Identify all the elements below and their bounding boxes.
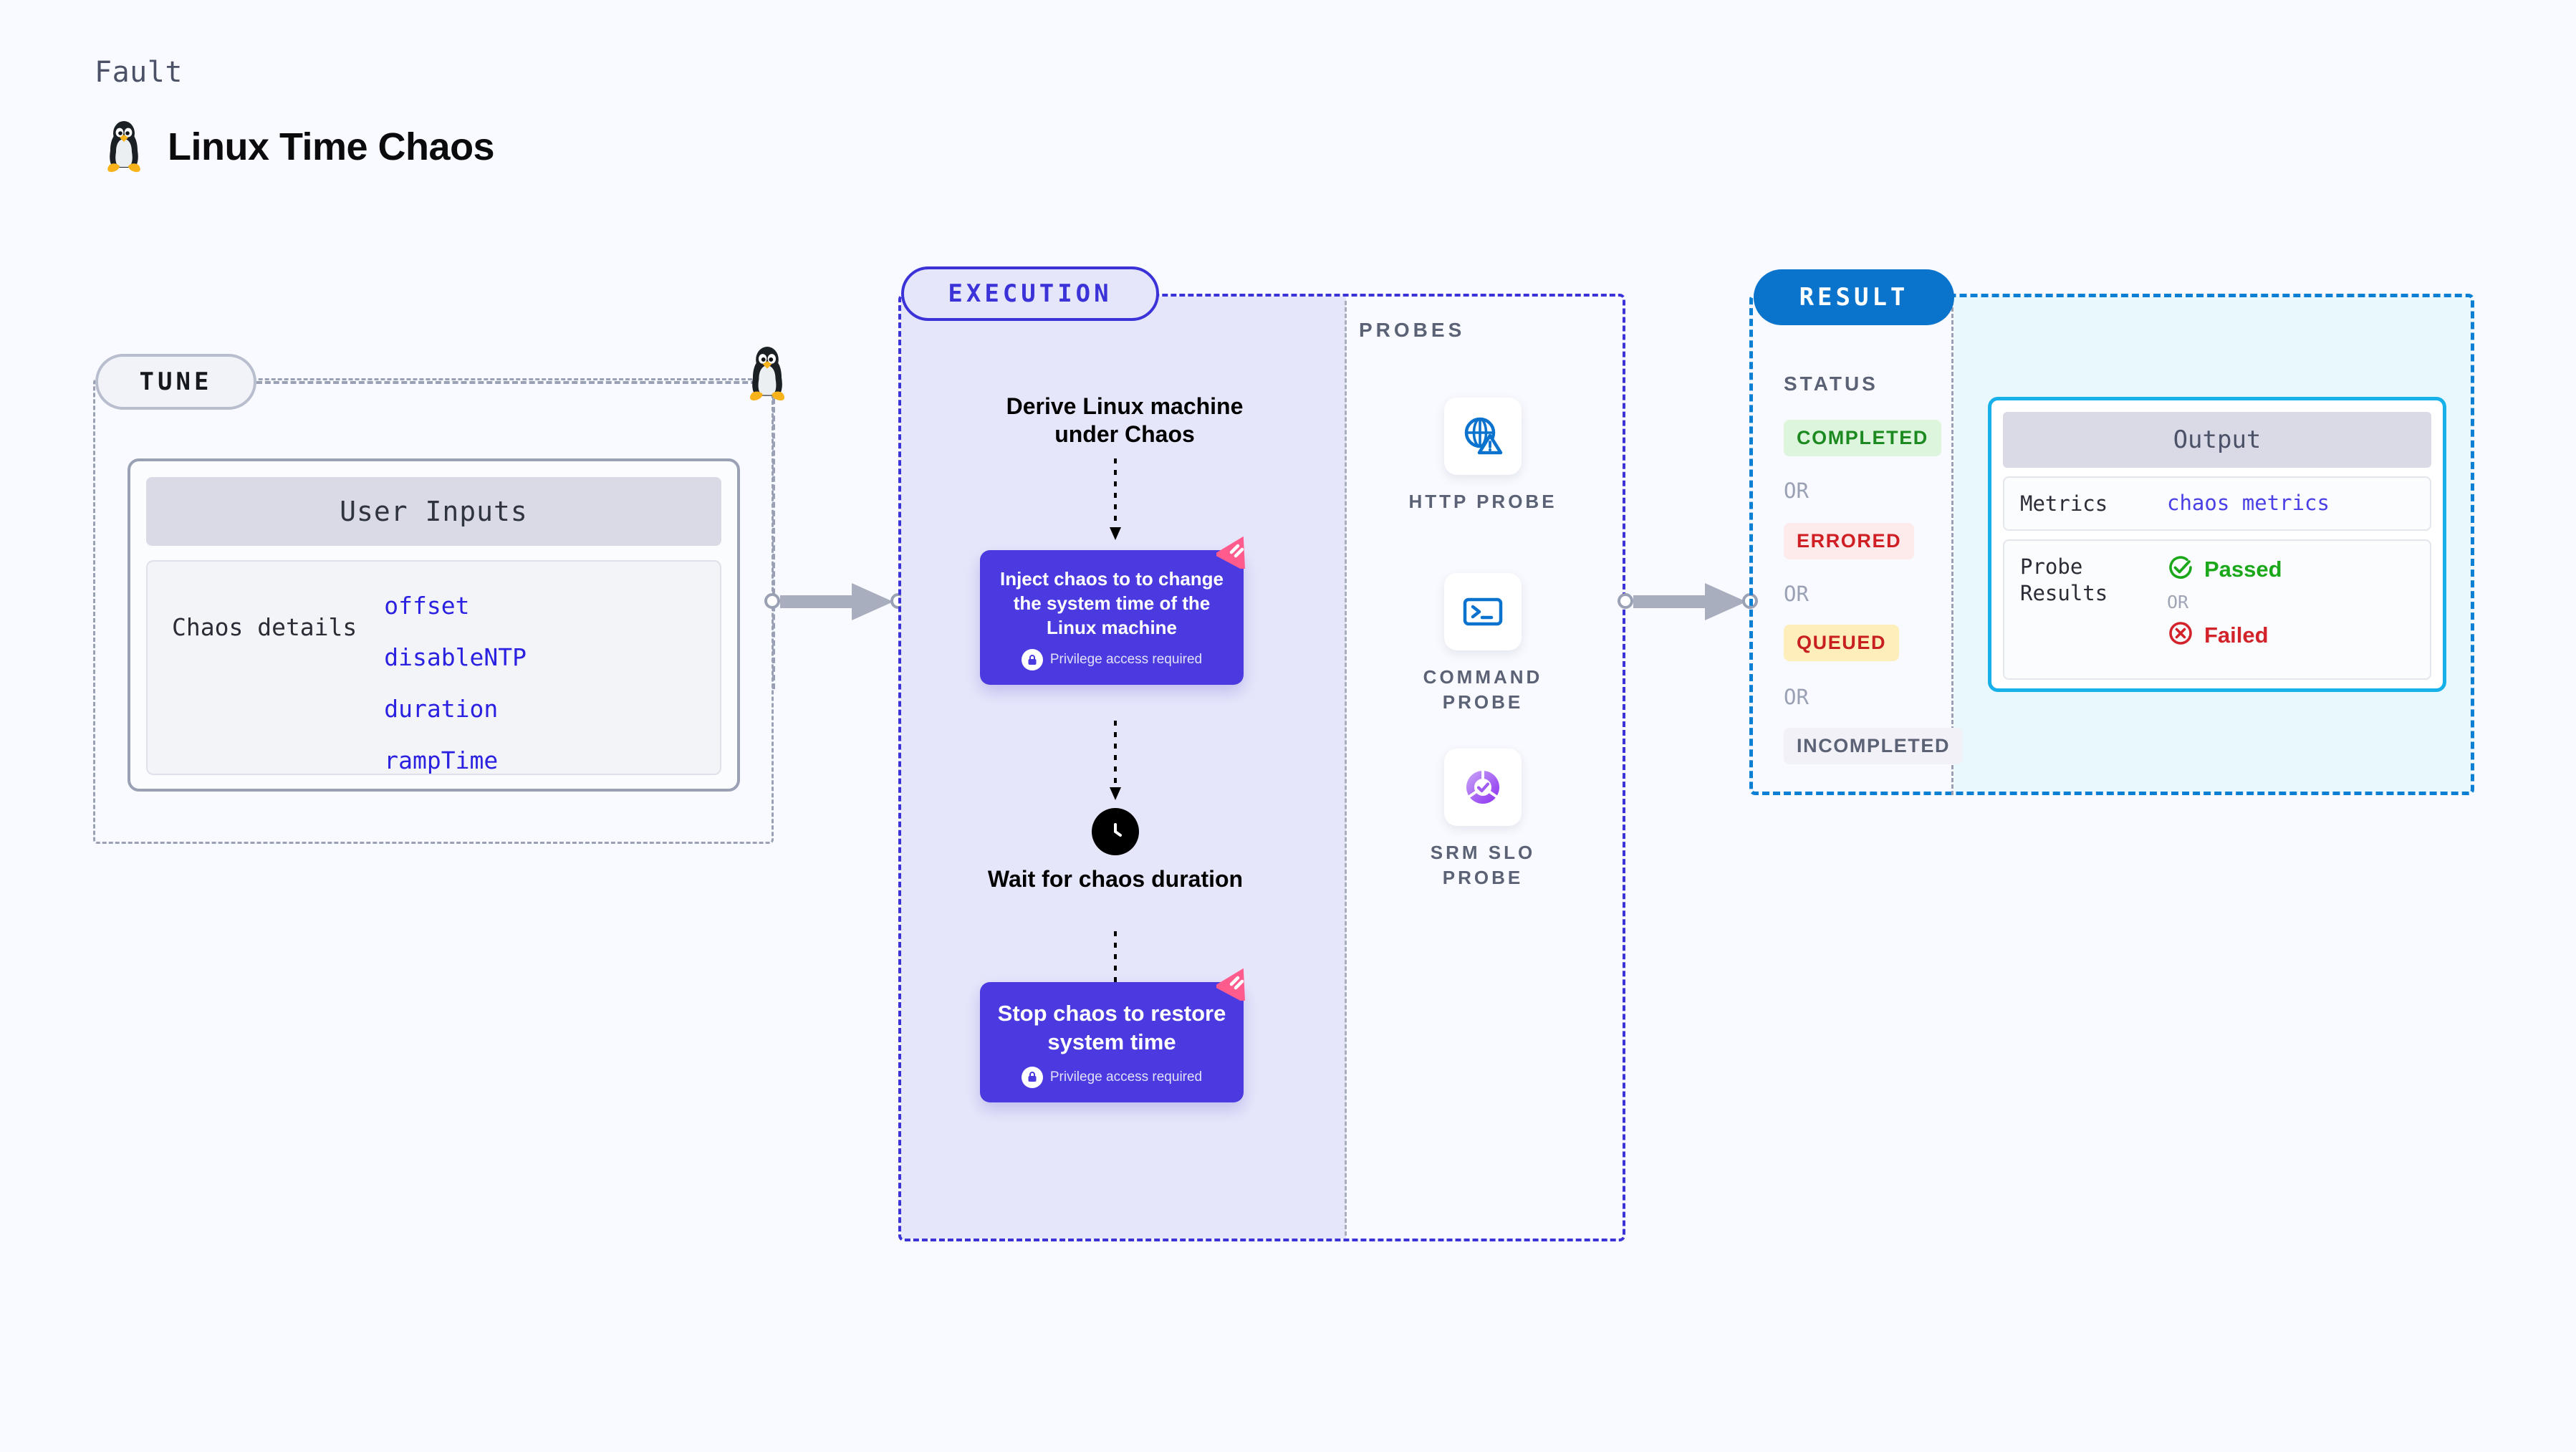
lock-icon — [1021, 1066, 1043, 1088]
probe-label-command: COMMAND PROBE — [1423, 666, 1543, 713]
probe-result-passed-label: Passed — [2204, 556, 2282, 582]
connector-vertical-line — [772, 381, 775, 689]
execution-badge[interactable]: EXECUTION — [901, 266, 1159, 321]
metrics-key: Metrics — [2020, 491, 2108, 516]
inject-chaos-card[interactable]: Inject chaos to to change the system tim… — [980, 536, 1246, 686]
user-inputs-title: User Inputs — [146, 477, 721, 546]
stop-privilege-text: Privilege access required — [1049, 1069, 1203, 1085]
stop-chaos-card[interactable]: Stop chaos to restore system time Privil… — [980, 968, 1246, 1102]
tune-badge[interactable]: TUNE — [95, 354, 256, 410]
inject-chaos-title: Inject chaos to to change the system tim… — [999, 568, 1224, 638]
status-or-2: OR — [1784, 582, 1809, 606]
status-badge-errored: ERRORED — [1784, 523, 1915, 559]
chaos-details-values: offset disableNTP duration rampTime — [384, 579, 527, 774]
chaos-details-key: Chaos details — [172, 613, 357, 641]
metrics-value[interactable]: chaos metrics — [2167, 491, 2330, 515]
fault-kicker: Fault — [95, 56, 183, 89]
globe-warning-icon — [1444, 398, 1522, 475]
probe-label-srm-slo: SRM SLO PROBE — [1430, 842, 1536, 889]
linux-tux-connector-icon — [742, 346, 792, 405]
output-title: Output — [2003, 412, 2431, 468]
probe-result-or: OR — [2167, 592, 2189, 613]
linux-tux-icon — [100, 120, 148, 173]
probe-result-failed: Failed — [2167, 620, 2282, 650]
result-badge[interactable]: RESULT — [1754, 269, 1954, 325]
result-panel — [1749, 294, 2474, 795]
inject-privilege-note: Privilege access required — [1021, 649, 1203, 671]
probe-item-srm-slo[interactable]: SRM SLO PROBE — [1400, 749, 1565, 890]
probe-result-passed: Passed — [2167, 554, 2282, 585]
terminal-prompt-icon — [1444, 573, 1522, 650]
step-wait-title: Wait for chaos duration — [987, 866, 1244, 892]
stop-privilege-note: Privilege access required — [1021, 1066, 1203, 1088]
probe-label-http: HTTP PROBE — [1408, 491, 1557, 512]
litmus-chaos-icon — [1213, 533, 1255, 572]
output-card: Output Metrics chaos metrics Probe Resul… — [1988, 397, 2446, 692]
input-offset[interactable]: offset — [384, 592, 470, 620]
arrow-tune-to-execution — [780, 583, 893, 620]
arrow-inject-to-wait — [1110, 721, 1121, 800]
x-circle-icon — [2167, 620, 2194, 650]
input-disablentp[interactable]: disableNTP — [384, 643, 527, 671]
probe-result-failed-label: Failed — [2204, 622, 2269, 648]
execution-probes-panel — [898, 294, 1625, 1241]
tune-to-connector-line — [256, 381, 765, 384]
status-badge-queued: QUEUED — [1784, 625, 1900, 661]
status-label: STATUS — [1784, 372, 1878, 395]
probe-results-key: Probe Results — [2020, 554, 2108, 605]
chaos-details-row: Chaos details offset disableNTP duration… — [146, 560, 721, 775]
status-or-1: OR — [1784, 479, 1809, 503]
stop-chaos-title: Stop chaos to restore system time — [997, 1001, 1226, 1055]
arrow-execution-to-result — [1633, 583, 1746, 620]
result-divider — [1951, 301, 1953, 795]
connector-dot-left — [764, 593, 780, 609]
inject-privilege-text: Privilege access required — [1049, 652, 1203, 668]
probe-results-row: Probe Results Passed OR — [2003, 539, 2431, 681]
status-badge-incompleted: INCOMPLETED — [1784, 728, 1964, 764]
metrics-row: Metrics chaos metrics — [2003, 476, 2431, 532]
input-ramptime[interactable]: rampTime — [384, 746, 499, 774]
status-or-3: OR — [1784, 685, 1809, 709]
step-derive-title: Derive Linux machine under Chaos — [1006, 393, 1244, 448]
probes-label: PROBES — [1359, 319, 1466, 341]
litmus-chaos-icon — [1213, 965, 1255, 1004]
user-inputs-card: User Inputs Chaos details offset disable… — [128, 458, 740, 792]
clock-icon — [1092, 808, 1139, 855]
input-duration[interactable]: duration — [384, 695, 499, 723]
arrow-derive-to-inject — [1110, 458, 1121, 540]
status-badge-completed: COMPLETED — [1784, 420, 1941, 456]
probe-results-values: Passed OR Failed — [2167, 554, 2282, 665]
probe-item-http[interactable]: HTTP PROBE — [1400, 398, 1565, 514]
connector-dot-probes — [1618, 593, 1633, 609]
check-circle-icon — [2167, 554, 2194, 585]
probe-item-command[interactable]: COMMAND PROBE — [1400, 573, 1565, 715]
page-title: Linux Time Chaos — [168, 125, 495, 168]
lock-icon — [1021, 649, 1043, 671]
slo-donut-check-icon — [1444, 749, 1522, 826]
probes-divider — [1345, 301, 1347, 1236]
fault-title-row: Linux Time Chaos — [100, 120, 495, 173]
